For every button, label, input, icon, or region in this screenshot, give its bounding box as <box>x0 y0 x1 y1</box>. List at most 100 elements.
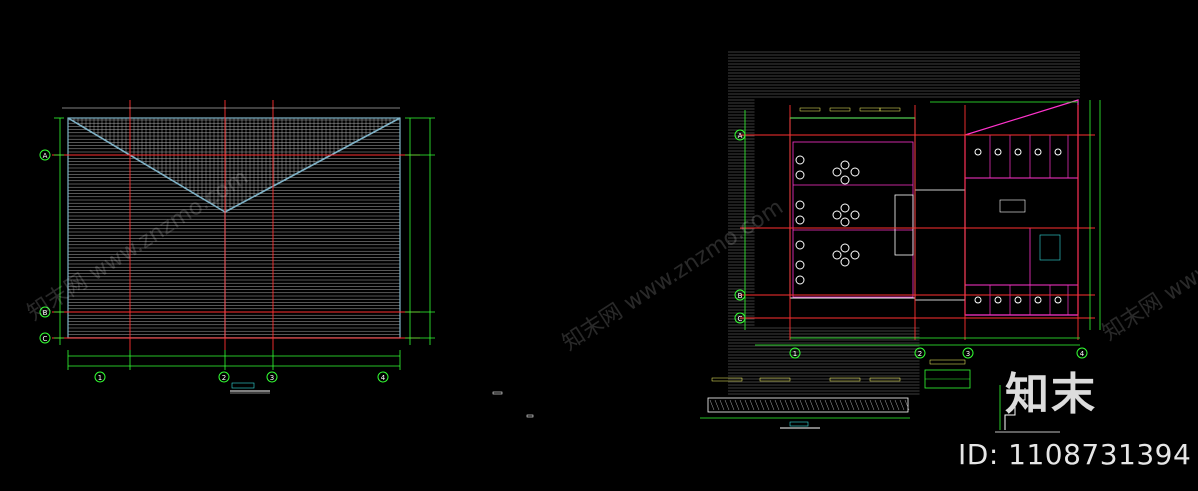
table-circle <box>832 167 842 177</box>
toilet-fixture <box>994 296 1002 304</box>
plan-mask <box>754 99 1081 326</box>
brand-logo: 知末 <box>1005 369 1097 420</box>
scale-mark <box>492 391 503 395</box>
section-hatch <box>779 399 785 411</box>
table-circle <box>832 250 842 260</box>
section-hatch <box>879 399 885 411</box>
basin <box>1039 234 1061 261</box>
axis-bubble-letter <box>734 289 746 301</box>
seat-circle <box>795 260 805 270</box>
axis-number-label: 4 <box>1080 350 1085 358</box>
table-circle <box>840 160 850 170</box>
table-circle <box>840 257 850 267</box>
section-hatch <box>749 399 755 411</box>
section-hatch <box>734 399 740 411</box>
label-bar <box>759 377 791 382</box>
axis-number-label: 3 <box>270 374 274 382</box>
seat-circle <box>795 200 805 210</box>
axis-bubble-number <box>218 371 230 383</box>
counter <box>894 194 914 256</box>
section-hatch <box>709 399 715 411</box>
axis-number-label: 4 <box>381 374 386 382</box>
table-circle <box>850 250 860 260</box>
section-hatch <box>754 399 760 411</box>
section-hatch <box>889 399 895 411</box>
section-hatch <box>839 399 845 411</box>
axis-bubble-number <box>1076 347 1088 359</box>
section-hatch <box>724 399 730 411</box>
axis-bubble-letter <box>734 312 746 324</box>
section-hatch <box>844 399 850 411</box>
section-hatch <box>899 399 905 411</box>
axis-letter-label: A <box>43 152 48 160</box>
seat-circle <box>795 170 805 180</box>
table-circle <box>840 243 850 253</box>
roof-plan: 1 2 3 4 A B C <box>39 100 534 418</box>
scale-mark <box>526 414 534 418</box>
toilet-fixture <box>974 148 982 156</box>
section-hatch <box>814 399 820 411</box>
table-circle <box>850 210 860 220</box>
drawing-id-label: ID: 1108731394 <box>958 438 1192 471</box>
section-hatch <box>869 399 875 411</box>
axis-bubble-letter <box>39 332 51 344</box>
toilet-fixture <box>1014 296 1022 304</box>
section-hatch <box>834 399 840 411</box>
axis-bubble-number <box>962 347 974 359</box>
axis-number-label: 2 <box>222 374 226 382</box>
seat-circle <box>795 215 805 225</box>
label-bar <box>829 107 851 112</box>
section-hatch <box>829 399 835 411</box>
seat-circle <box>795 275 805 285</box>
axis-bubble-number <box>914 347 926 359</box>
section-hatch <box>714 399 720 411</box>
floor-plan: 1 2 3 4 A B C <box>700 51 1101 491</box>
section-hatch <box>769 399 775 411</box>
label-bar <box>869 377 901 382</box>
label-bar <box>829 377 861 382</box>
axis-letter-label: C <box>738 315 743 323</box>
plan-mask <box>727 394 919 491</box>
toilet-fixture <box>1014 148 1022 156</box>
axis-bubble-letter <box>39 149 51 161</box>
toilet-fixture <box>1034 148 1042 156</box>
section-hatch <box>789 399 795 411</box>
section-hatch <box>799 399 805 411</box>
axis-letter-label: B <box>738 292 743 300</box>
axis-letter-label: A <box>738 132 743 140</box>
axis-letter-label: C <box>43 335 48 343</box>
table-circle <box>832 210 842 220</box>
section-hatch <box>849 399 855 411</box>
axis-number-label: 1 <box>98 374 102 382</box>
axis-bubble-number <box>94 371 106 383</box>
roof-hip-right <box>224 117 401 213</box>
toilet-fixture <box>1054 148 1062 156</box>
section-hatch <box>854 399 860 411</box>
section-hatch <box>719 399 725 411</box>
label-bar <box>799 107 821 112</box>
section-hatch <box>824 399 830 411</box>
section-hatch <box>759 399 765 411</box>
axis-number-label: 2 <box>918 350 922 358</box>
section-hatch <box>764 399 770 411</box>
legend-title <box>929 359 966 365</box>
section-hatch <box>884 399 890 411</box>
toilet-fixture <box>994 148 1002 156</box>
sink <box>999 199 1026 213</box>
toilet-fixture <box>1034 296 1042 304</box>
axis-number-label: 3 <box>966 350 970 358</box>
axis-bubble-number <box>789 347 801 359</box>
roof-hip-left <box>67 117 226 213</box>
toilet-fixture <box>974 296 982 304</box>
table-circle <box>850 167 860 177</box>
section-hatch <box>729 399 735 411</box>
title-block <box>789 421 809 427</box>
section-hatch <box>894 399 900 411</box>
axis-letter-label: B <box>43 309 48 317</box>
axis-number-label: 1 <box>793 350 797 358</box>
label-bar <box>879 107 901 112</box>
seat-circle <box>795 240 805 250</box>
axis-bubble-number <box>266 371 278 383</box>
section-hatch <box>874 399 880 411</box>
